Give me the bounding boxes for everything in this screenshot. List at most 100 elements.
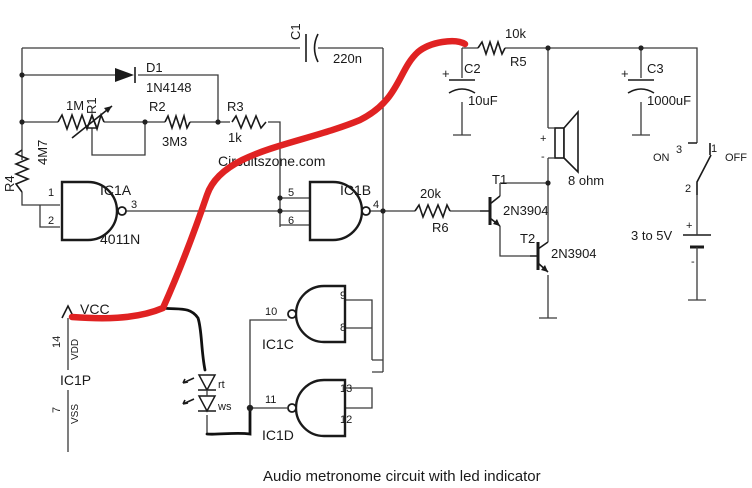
speaker-wire (499, 158, 549, 196)
c2-plus: + (442, 66, 450, 81)
resistor-r2: R2 3M3 (149, 99, 191, 149)
switch-pin1: 1 (711, 143, 717, 155)
battery-plus: + (686, 220, 692, 232)
resistor-r1: 1M R1 (57, 97, 113, 139)
top-wire (21, 47, 383, 160)
darlington-wire (499, 226, 557, 319)
speaker-icon: + - 8 ohm (540, 109, 604, 188)
diode-d1: D1 1N4148 (115, 60, 192, 95)
t2-ref: T2 (520, 231, 535, 246)
ic1c-pin9: 9 (340, 290, 346, 302)
ic1d-pin13: 13 (340, 383, 352, 395)
c3-ground (632, 102, 650, 136)
r1-wiper-wire (91, 122, 146, 156)
transistor-t2: T2 2N3904 (520, 183, 597, 273)
nand-gate-ic1d: 13 12 11 IC1D (262, 378, 352, 443)
led-ws-label: ws (217, 401, 232, 413)
c1-ref: C1 (288, 23, 303, 40)
switch-pin3: 3 (676, 144, 682, 156)
ic1b-pin5: 5 (288, 187, 294, 199)
nand-gate-ic1a: 1 2 3 IC1A 4011N (48, 180, 140, 247)
r6-ref: R6 (432, 220, 449, 235)
ic1a-pin3: 3 (131, 199, 137, 211)
speaker-value: 8 ohm (568, 173, 604, 188)
resistor-r4: R4 4M7 (2, 140, 50, 193)
ic1p-power: 14 VDD IC1P 7 VSS (51, 336, 91, 424)
ic1a-part: 4011N (100, 231, 140, 247)
r2-value: 3M3 (162, 134, 187, 149)
ic1c-ref: IC1C (262, 336, 294, 352)
d1-wire (22, 74, 219, 122)
c2-value: 10uF (468, 93, 498, 108)
speaker-plus: + (540, 133, 546, 145)
c3-ref: C3 (647, 61, 664, 76)
nand-gate-ic1b: 5 6 4 IC1B (288, 180, 379, 242)
ic1a-ref: IC1A (100, 182, 132, 198)
capacitor-c1: C1 220n (288, 23, 362, 66)
switch-pin2: 2 (685, 183, 691, 195)
resistor-r3: R3 1k (227, 99, 267, 145)
nand-gate-ic1c: 9 8 10 IC1C (262, 284, 347, 352)
r6-value: 20k (420, 186, 441, 201)
led-rt-label: rt (218, 379, 225, 391)
led-ws: ws (182, 395, 232, 413)
r2-ref: R2 (149, 99, 166, 114)
ic1a-pin1: 1 (48, 187, 54, 199)
battery-wire (688, 195, 706, 301)
d1-value: 1N4148 (146, 80, 192, 95)
d1-ref: D1 (146, 60, 163, 75)
ic1p-ref: IC1P (60, 372, 91, 388)
c1-value: 220n (333, 51, 362, 66)
transistor-t1: T1 2N3904 (480, 172, 549, 227)
ic1b-pin6: 6 (288, 215, 294, 227)
battery-icon: + - 3 to 5V (631, 220, 711, 270)
switch-off-label: OFF (725, 152, 747, 164)
right-rail-wire (505, 47, 698, 143)
ic1b-pin4: 4 (373, 199, 379, 211)
r5-value: 10k (505, 26, 526, 41)
resistor-r5: 10k R5 (477, 26, 527, 69)
ic1d-pin12: 12 (340, 414, 352, 426)
r4-to-ic1a-wire (21, 192, 60, 228)
ic1a-pin2: 2 (48, 215, 54, 227)
led-rt: rt (182, 374, 225, 392)
diagram-caption: Audio metronome circuit with led indicat… (263, 468, 541, 485)
c3-plus: + (621, 66, 629, 81)
speaker-minus: - (541, 151, 545, 163)
ic1cd-output-wire (249, 319, 287, 409)
r4-value: 4M7 (35, 140, 50, 165)
highlighted-vcc-wire (68, 38, 469, 322)
led-drawn-wire (161, 306, 252, 436)
c2-top-wire (461, 47, 478, 78)
r4-ref: R4 (2, 175, 17, 192)
ic1d-ref: IC1D (262, 427, 294, 443)
battery-value: 3 to 5V (631, 228, 673, 243)
ic1c-pin8: 8 (340, 322, 346, 334)
ic1b-ref: IC1B (340, 182, 371, 198)
resistor-r6: 20k R6 (414, 186, 451, 235)
r1-value: 1M (66, 98, 84, 113)
ic1d-pin11: 11 (265, 394, 276, 406)
c3-value: 1000uF (647, 93, 691, 108)
r3-value: 1k (228, 130, 242, 145)
c2-ground (453, 102, 471, 136)
ic1p-vdd: VDD (70, 339, 81, 360)
ic1c-pin10: 10 (265, 306, 277, 318)
vcc-label: VCC (80, 301, 110, 317)
ic1p-pin14: 14 (51, 336, 63, 348)
resistor-row-wire (22, 121, 281, 227)
c2-ref: C2 (464, 61, 481, 76)
battery-minus: - (691, 256, 695, 268)
t2-part: 2N3904 (551, 246, 597, 261)
power-switch[interactable]: ON 3 1 OFF 2 (653, 142, 747, 195)
ic1cd-input-wire (345, 299, 383, 409)
ic1p-vss: VSS (70, 404, 81, 424)
switch-on-label: ON (653, 152, 670, 164)
junction-dots (19, 45, 644, 412)
r5-ref: R5 (510, 54, 527, 69)
r1-ref: R1 (84, 97, 99, 114)
capacitor-c2: + C2 10uF (442, 61, 498, 108)
capacitor-c3: + C3 1000uF (621, 61, 691, 108)
ic1p-pin7: 7 (51, 407, 63, 413)
